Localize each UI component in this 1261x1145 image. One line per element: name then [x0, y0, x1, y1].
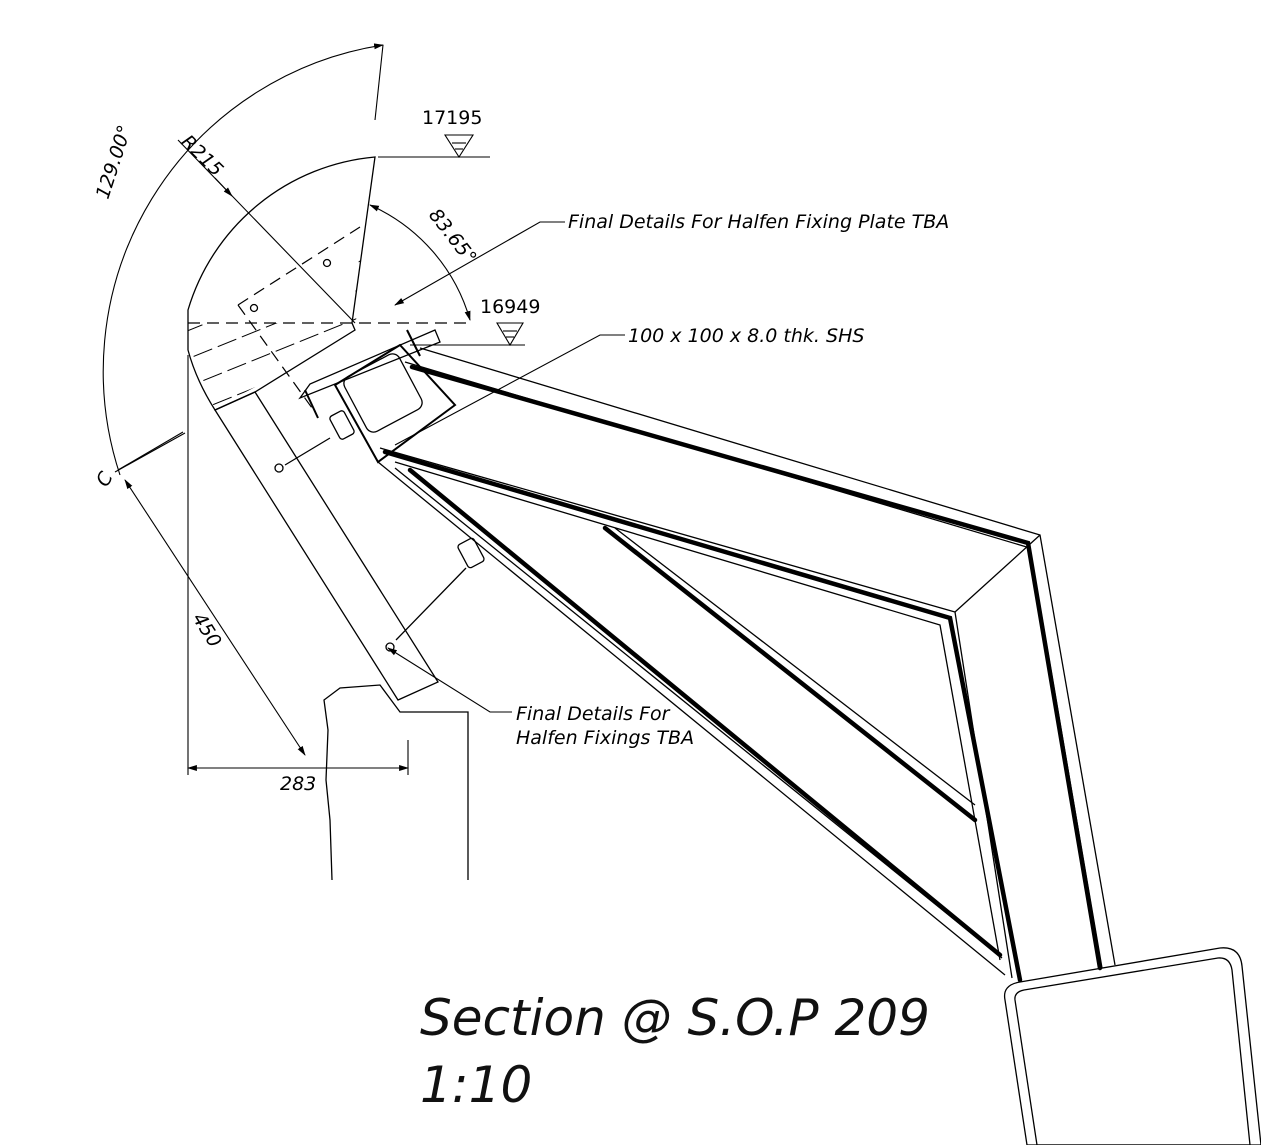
annotation-fixing-plate: Final Details For Halfen Fixing Plate TB… [394, 211, 949, 306]
dimension-283: 283 [187, 355, 409, 795]
level-marker-top: 17195 [378, 107, 490, 159]
shs-section [298, 329, 457, 464]
level-top-label: 17195 [422, 107, 482, 129]
drawing-scale: 1:10 [420, 1056, 532, 1114]
angle-outer-label: 129.00° [92, 122, 136, 201]
steel-frame [377, 347, 1116, 983]
angle-inner-label: 83.65° [424, 205, 481, 269]
radius-label: R215 [177, 131, 228, 181]
angle-dimension-inner: 83.65° [369, 204, 481, 321]
halfen-bracket-upper [284, 410, 355, 466]
annotation-shs-text: 100 x 100 x 8.0 thk. SHS [628, 325, 864, 347]
annotation-halfen-fixings: Final Details For Halfen Fixings TBA [387, 647, 694, 749]
annotation-shs: 100 x 100 x 8.0 thk. SHS [394, 325, 864, 446]
level-marker-mid: 16949 [410, 296, 540, 347]
length-283-label: 283 [280, 773, 316, 795]
angle-dimension-outer: 129.00° [92, 43, 384, 476]
wall [323, 684, 469, 881]
level-mid-label: 16949 [480, 296, 540, 318]
inclined-panel [214, 391, 439, 701]
centerline-marker: C [92, 431, 184, 491]
annotation-fixings-line2: Halfen Fixings TBA [516, 727, 694, 749]
coping-stone [187, 156, 470, 411]
radius-dimension: R215 [177, 131, 356, 324]
drawing-title: Section @ S.O.P 209 [420, 989, 930, 1047]
annotation-fixings-line1: Final Details For [516, 703, 671, 725]
dimension-450: 450 [114, 432, 306, 756]
annotation-fixing-plate-text: Final Details For Halfen Fixing Plate TB… [568, 211, 949, 233]
centerline-label: C [92, 468, 118, 491]
halfen-bracket-lower [395, 537, 485, 641]
lower-box-section [1003, 947, 1261, 1145]
length-450-label: 450 [188, 609, 226, 651]
